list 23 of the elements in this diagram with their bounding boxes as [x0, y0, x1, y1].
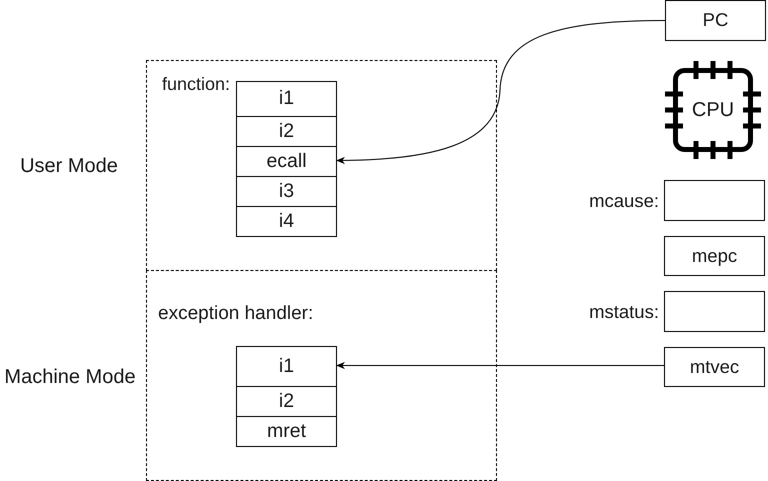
arrow — [336, 362, 664, 370]
instruction-slot: i3 — [236, 176, 337, 207]
instruction-slot: i4 — [236, 206, 337, 237]
register-field — [664, 291, 765, 332]
instruction-slot: mret — [236, 416, 337, 447]
dashed-region — [146, 60, 497, 271]
mode-label: User Mode — [20, 154, 118, 178]
instruction-slot: i1 — [236, 346, 337, 387]
register-name: mstatus: — [589, 300, 659, 323]
dashed-region — [146, 270, 497, 481]
register-field — [664, 180, 765, 221]
instruction-slot: ecall — [236, 146, 337, 177]
curved-arrow — [336, 20, 666, 164]
register: mepc — [664, 236, 765, 276]
section-title: function: — [162, 74, 230, 96]
instruction-slot: i1 — [236, 81, 337, 117]
register: PC — [665, 0, 766, 41]
register-name: mcause: — [589, 189, 659, 212]
instruction-slot: i2 — [236, 116, 337, 147]
section-title: exception handler: — [158, 303, 314, 326]
mode-label: Machine Mode — [4, 365, 136, 389]
instruction-slot: i2 — [236, 386, 337, 417]
register: mtvec — [664, 347, 765, 387]
